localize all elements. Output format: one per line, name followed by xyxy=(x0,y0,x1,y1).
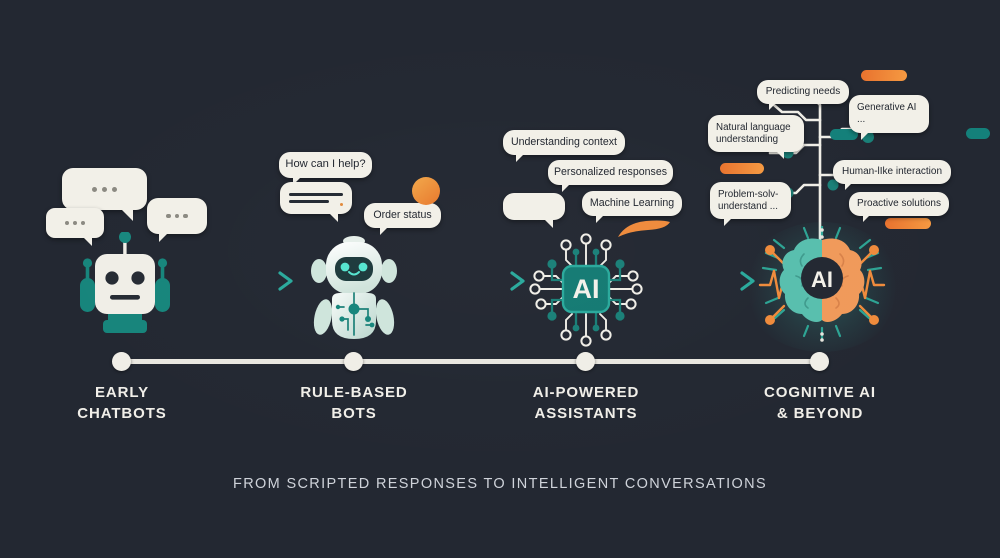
timeline-label-cognitive-ai: COGNITIVE AI & BEYOND xyxy=(764,384,876,423)
bubble-tail xyxy=(724,216,734,226)
bubble-tail xyxy=(293,176,302,185)
bubble-proactive-solutions: Proactive solutions xyxy=(849,192,949,222)
orange-dot-icon xyxy=(412,177,440,205)
bubble-text: Generative AI ... xyxy=(857,102,917,125)
bubble-tail xyxy=(82,236,92,246)
bubble-text: Human-lIke interaction xyxy=(841,166,943,178)
timeline-dot-cognitive-ai[interactable] xyxy=(810,352,829,371)
bubble-tail xyxy=(562,183,571,192)
bubble-human-like-interaction: Human-lIke interaction xyxy=(833,160,951,190)
dots-bubble-small xyxy=(46,208,104,246)
orange-pill-left xyxy=(720,163,764,174)
arrow-stage1-to-stage2 xyxy=(198,271,293,291)
dots-bubble-large xyxy=(62,168,147,221)
bubble-tail xyxy=(774,149,784,159)
typing-dots-icon xyxy=(92,186,117,192)
typing-dots-icon xyxy=(65,221,85,225)
footer-caption: FROM SCRIPTED RESPONSES TO INTELLIGENT C… xyxy=(232,476,767,492)
retro-robot-icon xyxy=(80,232,170,333)
script-line-2 xyxy=(289,200,329,204)
arrow-stage3-to-stage4 xyxy=(660,271,755,291)
dots-bubble-medium xyxy=(147,198,207,242)
bubble-tail xyxy=(845,182,853,190)
bubble-understanding-context: Understanding context xyxy=(503,130,625,162)
arrow-stage2-to-stage3 xyxy=(430,271,525,291)
bubble-text: Natural language understanding xyxy=(716,121,791,145)
timeline-dot-early-chatbots[interactable] xyxy=(112,352,131,371)
bubble-text: Order status xyxy=(373,209,432,222)
bubble-predicting-needs: Predicting needs xyxy=(757,80,849,110)
bubble-text: Predicting needs xyxy=(765,86,841,98)
bubble-text: Personalized responses xyxy=(553,166,668,179)
typing-dots-icon xyxy=(166,213,188,219)
script-line-dot xyxy=(340,203,343,206)
timeline-dot-rule-based-bots[interactable] xyxy=(344,352,363,371)
bubble-script-lines xyxy=(280,182,352,222)
timeline-track xyxy=(122,359,820,364)
ai-chip-icon: AI xyxy=(529,233,643,347)
bubble-tail xyxy=(861,130,871,140)
bubble-generative-ai: Generative AI ... xyxy=(849,95,929,140)
timeline-label-rule-based-bots: RULE-BASED BOTS xyxy=(300,384,408,423)
timeline-label-early-chatbots: EARLY CHATBOTS xyxy=(77,384,167,423)
bubble-text: Understanding context xyxy=(510,136,617,149)
orange-swoosh-icon xyxy=(618,220,670,237)
bubble-tail xyxy=(327,211,338,222)
script-line-1 xyxy=(289,192,343,196)
timeline-label-ai-powered-assistants: AI-POWERED ASSISTANTS xyxy=(532,384,640,423)
orange-pill-top-right xyxy=(861,70,907,81)
chip-label: AI xyxy=(573,274,600,304)
bubble-tail xyxy=(516,153,525,162)
bubble-order-status: Order status xyxy=(364,203,441,235)
bubble-text: Proactive solutions xyxy=(857,198,941,210)
bubble-personalized-responses: Personalized responses xyxy=(548,160,673,192)
bubble-text: Machine Learning xyxy=(589,197,675,210)
brain-label: AI xyxy=(811,267,833,292)
bubble-empty xyxy=(503,193,565,228)
bubble-tail xyxy=(380,226,389,235)
friendly-bot-icon xyxy=(311,236,397,339)
bubble-tail xyxy=(119,207,133,221)
bubble-natural-language-understanding: Natural language understanding xyxy=(708,115,804,159)
orange-pill-bottom xyxy=(885,218,931,229)
bubble-tail xyxy=(863,214,871,222)
teal-pill-right xyxy=(966,128,990,139)
ai-brain-icon: AI xyxy=(758,226,886,342)
bubble-tail xyxy=(769,102,777,110)
timeline-dot-ai-powered-assistants[interactable] xyxy=(576,352,595,371)
bubble-tail xyxy=(596,214,605,223)
bubble-how-can-i-help: How can I help? xyxy=(279,152,372,185)
bubble-tail xyxy=(542,217,553,228)
bubble-machine-learning: Machine Learning xyxy=(582,191,682,223)
bubble-text: Problem-solv- understand ... xyxy=(718,188,779,212)
bubble-tail xyxy=(159,232,169,242)
teal-pill-center xyxy=(830,129,858,140)
bubble-text: How can I help? xyxy=(285,158,366,171)
bubble-problem-solving: Problem-solv- understand ... xyxy=(710,182,791,226)
